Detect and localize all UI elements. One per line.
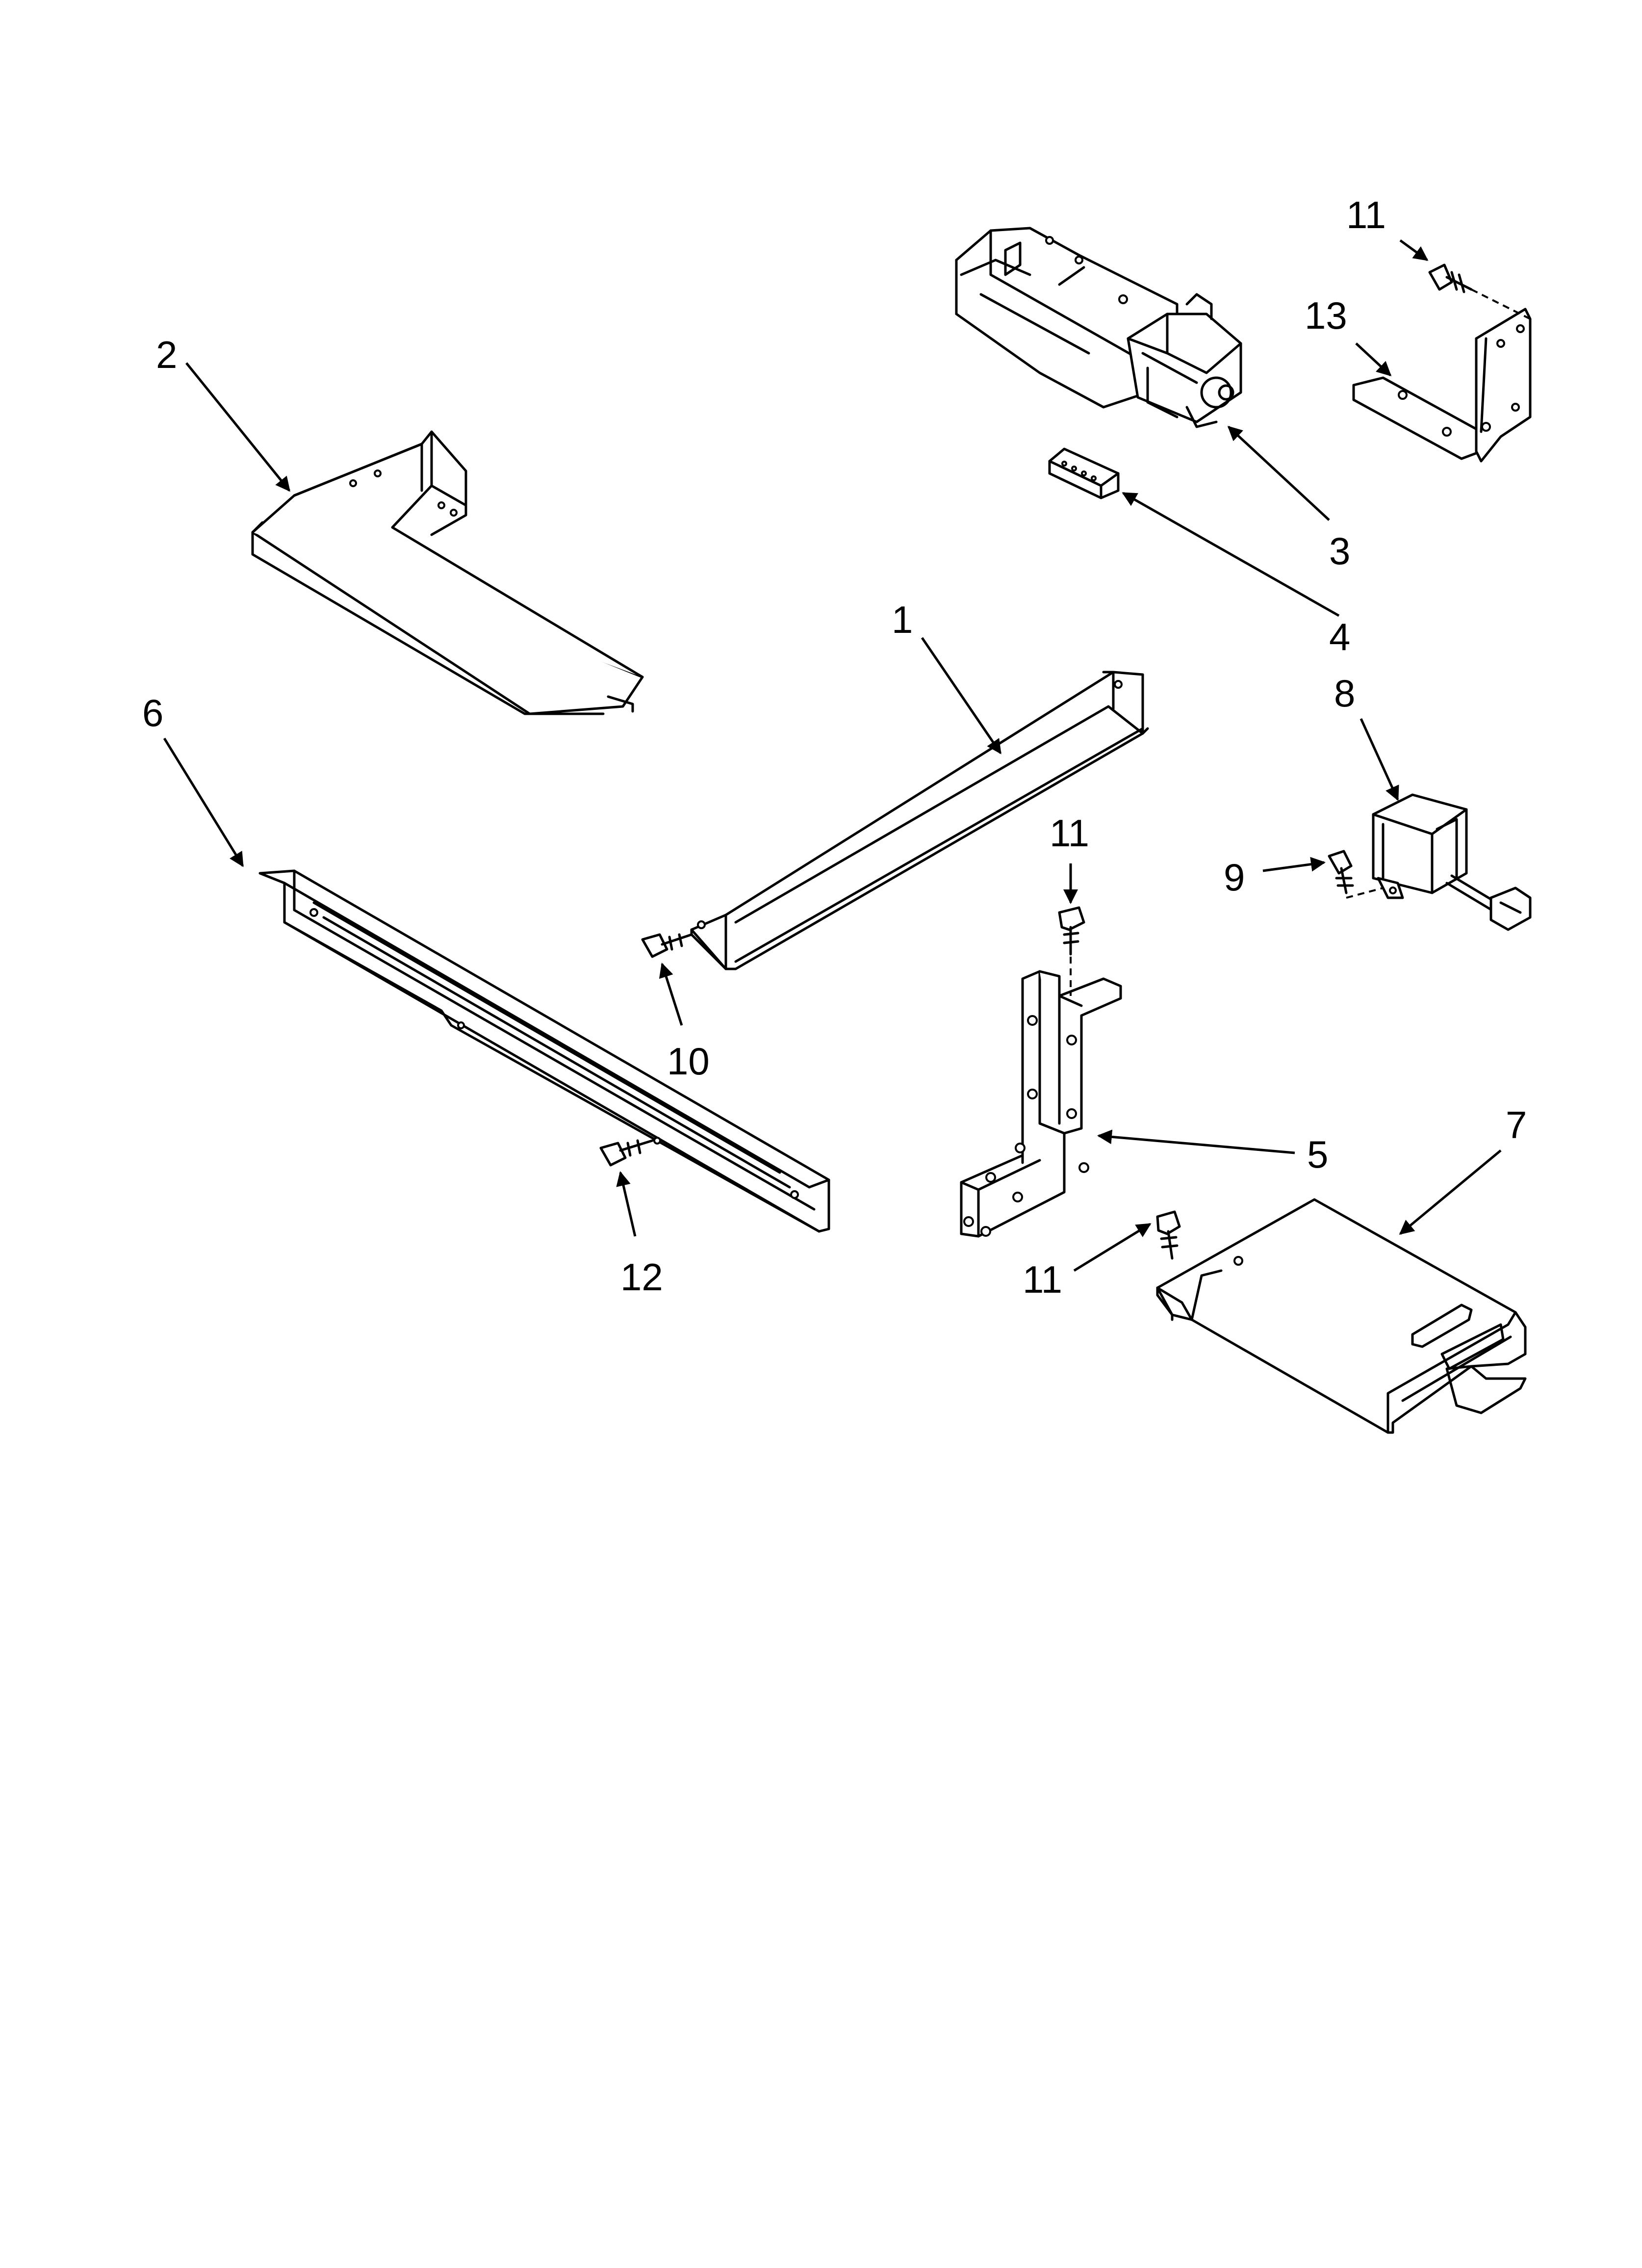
leader-7 — [1399, 1149, 1502, 1235]
callout-6: 6 — [142, 691, 163, 734]
part-1-angle-rail — [690, 671, 1149, 970]
screw-12 — [599, 1139, 654, 1167]
leader-12 — [616, 1171, 637, 1237]
part-5-corner-bracket — [960, 970, 1122, 1238]
part-7-pan-bracket — [1156, 1198, 1527, 1434]
callout-12: 12 — [620, 1255, 663, 1299]
leader-5 — [1097, 1129, 1295, 1154]
leader-4 — [1122, 492, 1340, 617]
callout-2: 2 — [156, 333, 177, 376]
leader-2 — [185, 362, 290, 492]
part-13-mounting-bracket — [1352, 308, 1532, 463]
part-6-slotted-rail — [258, 869, 830, 1233]
callout-3: 3 — [1329, 529, 1350, 573]
part-2-l-bracket — [251, 430, 644, 715]
leader-10 — [659, 963, 683, 1026]
callout-4: 4 — [1329, 615, 1350, 658]
callout-9: 9 — [1224, 856, 1245, 899]
screw-10 — [641, 933, 693, 958]
part-4-connector-block — [1048, 447, 1120, 499]
leader-11-bottom — [1073, 1223, 1152, 1272]
callout-13: 13 — [1305, 294, 1347, 337]
callout-10: 10 — [667, 1040, 710, 1083]
callout-11-bottom: 11 — [1023, 1258, 1062, 1301]
screw-11-bottom — [1156, 1210, 1181, 1260]
callout-5: 5 — [1307, 1133, 1328, 1176]
leader-6 — [163, 737, 244, 867]
callout-11-top: 11 — [1346, 193, 1386, 236]
callout-1: 1 — [892, 598, 913, 641]
callout-labels: 2 1 6 10 12 3 4 13 11 8 9 11 5 7 11 — [142, 193, 1527, 1301]
leader-11-top — [1399, 239, 1429, 261]
screw-11-top-right — [1428, 263, 1531, 320]
callout-8: 8 — [1334, 672, 1355, 715]
callout-11-middle: 11 — [1050, 811, 1089, 855]
screw-11-middle — [1058, 906, 1085, 996]
part-3-motor-assembly — [955, 227, 1242, 428]
leader-9 — [1262, 857, 1326, 872]
callout-7: 7 — [1506, 1103, 1527, 1147]
part-8-transformer — [1372, 793, 1532, 931]
leader-3 — [1227, 425, 1330, 521]
screw-9 — [1328, 850, 1384, 899]
leader-lines — [163, 239, 1502, 1272]
leader-8 — [1360, 718, 1399, 801]
leader-13 — [1355, 342, 1392, 377]
leader-1 — [921, 637, 1002, 755]
